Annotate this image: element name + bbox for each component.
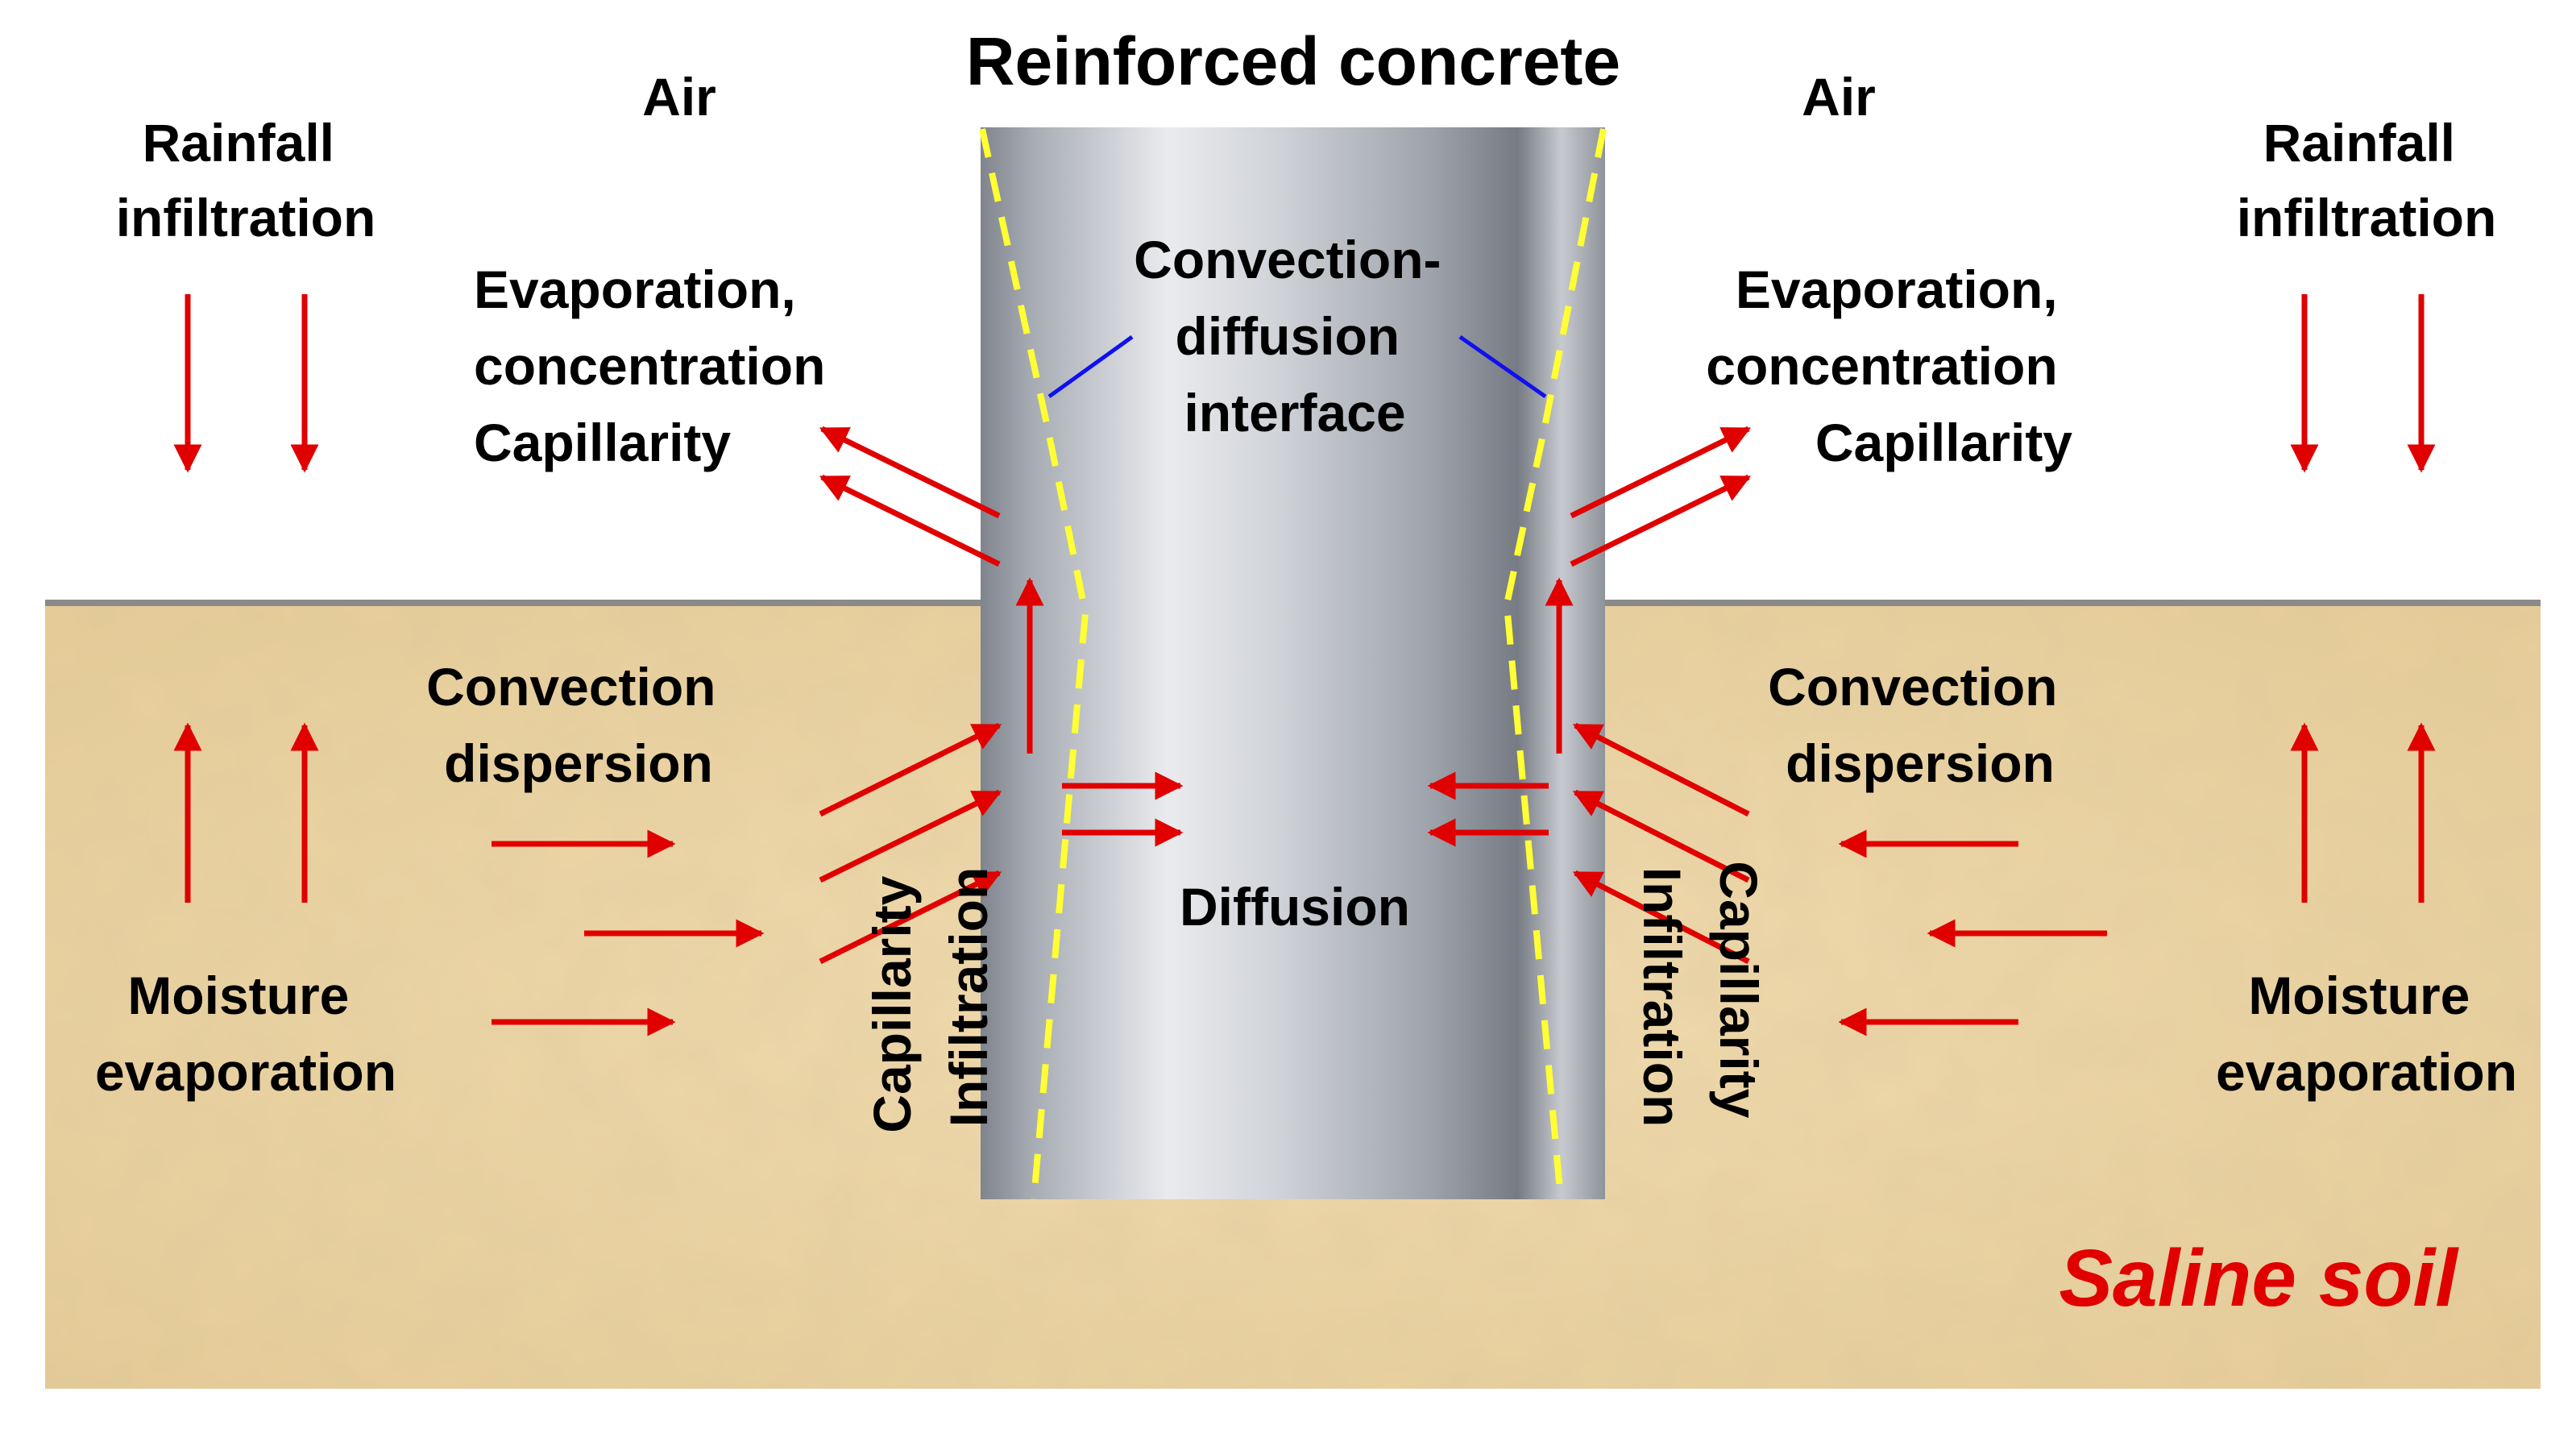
evaporation-label-right: Evaporation, concentration Capillarity <box>1706 260 2072 472</box>
infil-arrow-r2 <box>1572 789 1750 883</box>
evaporation-label-left: Evaporation, concentration Capillarity <box>474 260 840 472</box>
capillarity-label-right: Capillarity Infiltration <box>1632 861 1769 1132</box>
moisture-label-left: Moisture evaporation <box>95 966 396 1102</box>
interface-label: Convection- diffusion interface <box>1134 230 1456 442</box>
convection-label-left: Convection dispersion <box>426 657 731 793</box>
evap-arrow-r2 <box>1570 474 1752 567</box>
infil-arrow-l3 <box>819 870 1002 965</box>
infil-arrow-l2 <box>819 789 1002 883</box>
convection-label-right: Convection dispersion <box>1768 657 2072 793</box>
interface-line-right <box>1503 128 1607 1200</box>
saline-soil-label: Saline soil <box>2059 1233 2459 1323</box>
evap-arrow-l1 <box>819 426 1001 519</box>
moisture-label-right: Moisture evaporation <box>2216 966 2517 1102</box>
rainfall-label-right: Rainfall infiltration <box>2237 113 2497 247</box>
air-label-left: Air <box>642 67 716 127</box>
infil-arrow-l1 <box>819 722 1002 817</box>
concrete-pillar <box>981 127 1605 1199</box>
interface-leader-left <box>1047 334 1134 399</box>
interface-line-left <box>979 128 1089 1200</box>
infil-arrow-r3 <box>1572 870 1750 965</box>
air-label-right: Air <box>1802 67 1876 127</box>
diffusion-label: Diffusion <box>1180 877 1410 937</box>
infil-arrow-r1 <box>1572 722 1750 817</box>
arrows <box>173 294 2436 1036</box>
evap-arrow-l2 <box>819 474 1001 567</box>
interface-leader-right <box>1458 334 1547 399</box>
diagram-title: Reinforced concrete <box>966 23 1620 99</box>
rainfall-label-left: Rainfall infiltration <box>116 113 376 247</box>
evap-arrow-r1 <box>1570 426 1752 519</box>
capillarity-label-left: Capillarity Infiltration <box>862 861 998 1132</box>
